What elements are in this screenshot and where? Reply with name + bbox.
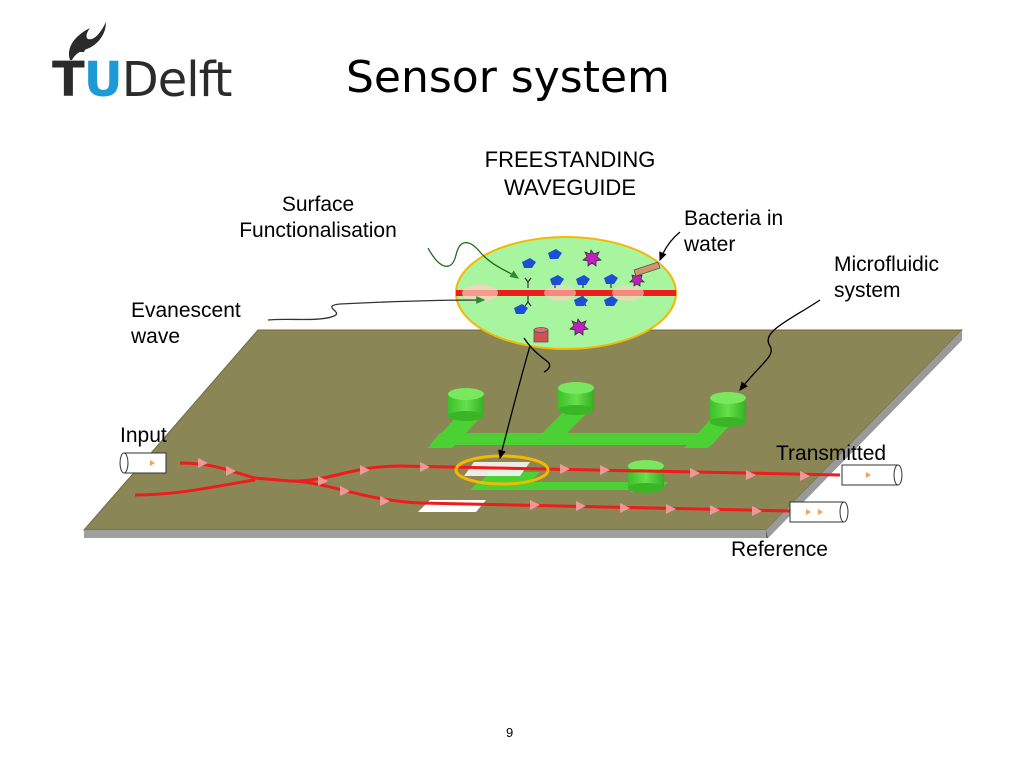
reservoir-3 [710, 392, 746, 427]
transmitted-label: Transmitted [776, 442, 887, 465]
tu-delft-logo: TUDelft [52, 22, 262, 108]
reservoir-4 [628, 460, 664, 493]
slide-title: Sensor system [346, 52, 670, 103]
freestanding-waveguide-label: FREESTANDING WAVEGUIDE [470, 146, 670, 202]
waveguides [134, 461, 841, 513]
evanescent-label-line1: Evanescent [131, 299, 241, 322]
freestanding-label-line2: WAVEGUIDE [503, 175, 636, 200]
microfluidic-label: Microfluidic system [834, 252, 939, 304]
freestanding-waveguide-zoom [455, 236, 677, 350]
logo-letter-u: U [83, 52, 123, 108]
reservoir-2 [558, 382, 594, 415]
surface-label-line2: Functionalisation [239, 219, 397, 242]
logo-letter-t: T [52, 52, 85, 108]
surface-functionalisation-label: Surface Functionalisation [220, 192, 416, 244]
freestanding-label-line1: FREESTANDING [484, 147, 656, 172]
evanescent-wave-label: Evanescent wave [131, 298, 241, 350]
bacteria-label-line1: Bacteria in [684, 207, 784, 230]
logo-word-delft: Delft [121, 52, 233, 108]
reference-fiber [789, 501, 849, 523]
page-number: 9 [506, 725, 514, 740]
reference-label: Reference [731, 538, 828, 561]
light-flow-arrows [198, 458, 810, 516]
microfluidic-label-line2: system [834, 279, 901, 302]
input-label: Input [120, 424, 167, 447]
bacteria-label: Bacteria in water [684, 206, 783, 258]
callout-lines [267, 231, 821, 460]
microfluidic-label-line1: Microfluidic [834, 253, 940, 276]
flame-icon [68, 22, 106, 60]
evanescent-label-line2: wave [131, 325, 181, 348]
bacteria-label-line2: water [684, 233, 736, 256]
input-fiber [119, 452, 167, 474]
reservoir-1 [448, 388, 484, 421]
transmitted-fiber [841, 464, 903, 486]
surface-label-line1: Surface [281, 193, 355, 216]
